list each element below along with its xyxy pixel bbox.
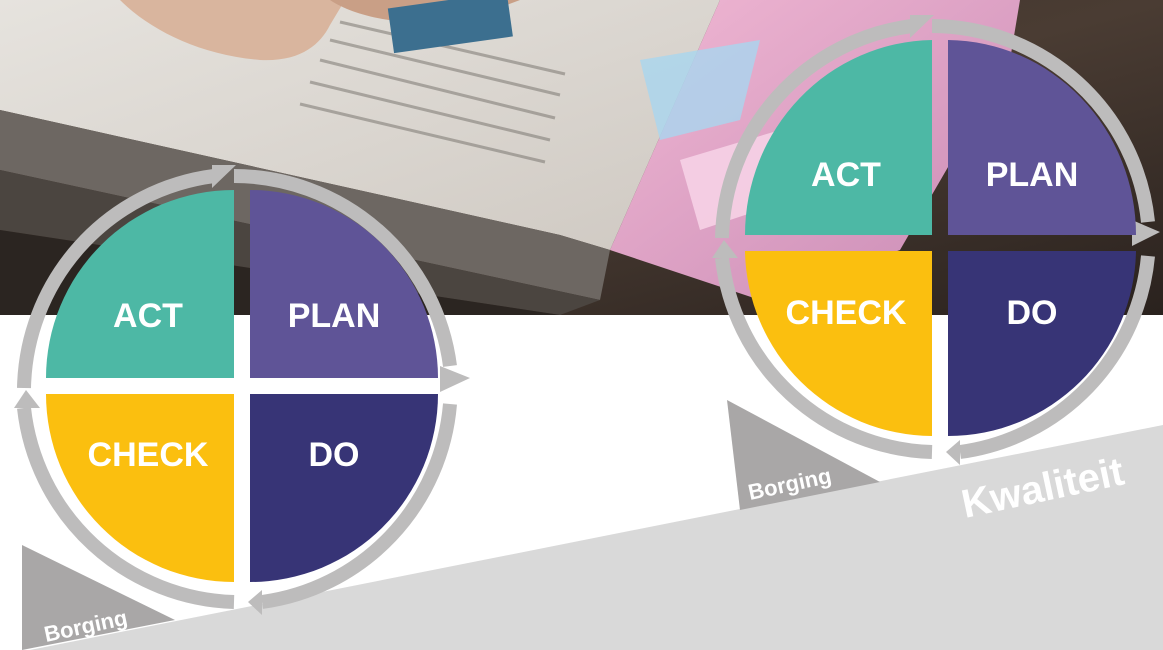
do-label: DO	[1007, 294, 1058, 332]
right-wedge	[727, 400, 880, 510]
check-label: CHECK	[88, 436, 209, 474]
pdca-cycle-right: ACT PLAN CHECK DO	[712, 15, 1160, 465]
check-quadrant	[46, 394, 234, 582]
act-label: ACT	[811, 156, 881, 194]
check-quadrant	[745, 251, 932, 436]
act-quadrant	[46, 190, 234, 378]
do-quadrant	[948, 251, 1136, 436]
do-label: DO	[309, 436, 360, 474]
plan-quadrant	[250, 190, 438, 378]
act-label: ACT	[113, 297, 183, 335]
pdca-cycle-left: ACT PLAN CHECK DO	[14, 165, 470, 615]
do-quadrant	[250, 394, 438, 582]
plan-label: PLAN	[986, 156, 1079, 194]
plan-quadrant	[948, 40, 1136, 235]
act-quadrant	[745, 40, 932, 235]
check-label: CHECK	[786, 294, 907, 332]
plan-label: PLAN	[288, 297, 381, 335]
left-wedge	[22, 545, 175, 650]
